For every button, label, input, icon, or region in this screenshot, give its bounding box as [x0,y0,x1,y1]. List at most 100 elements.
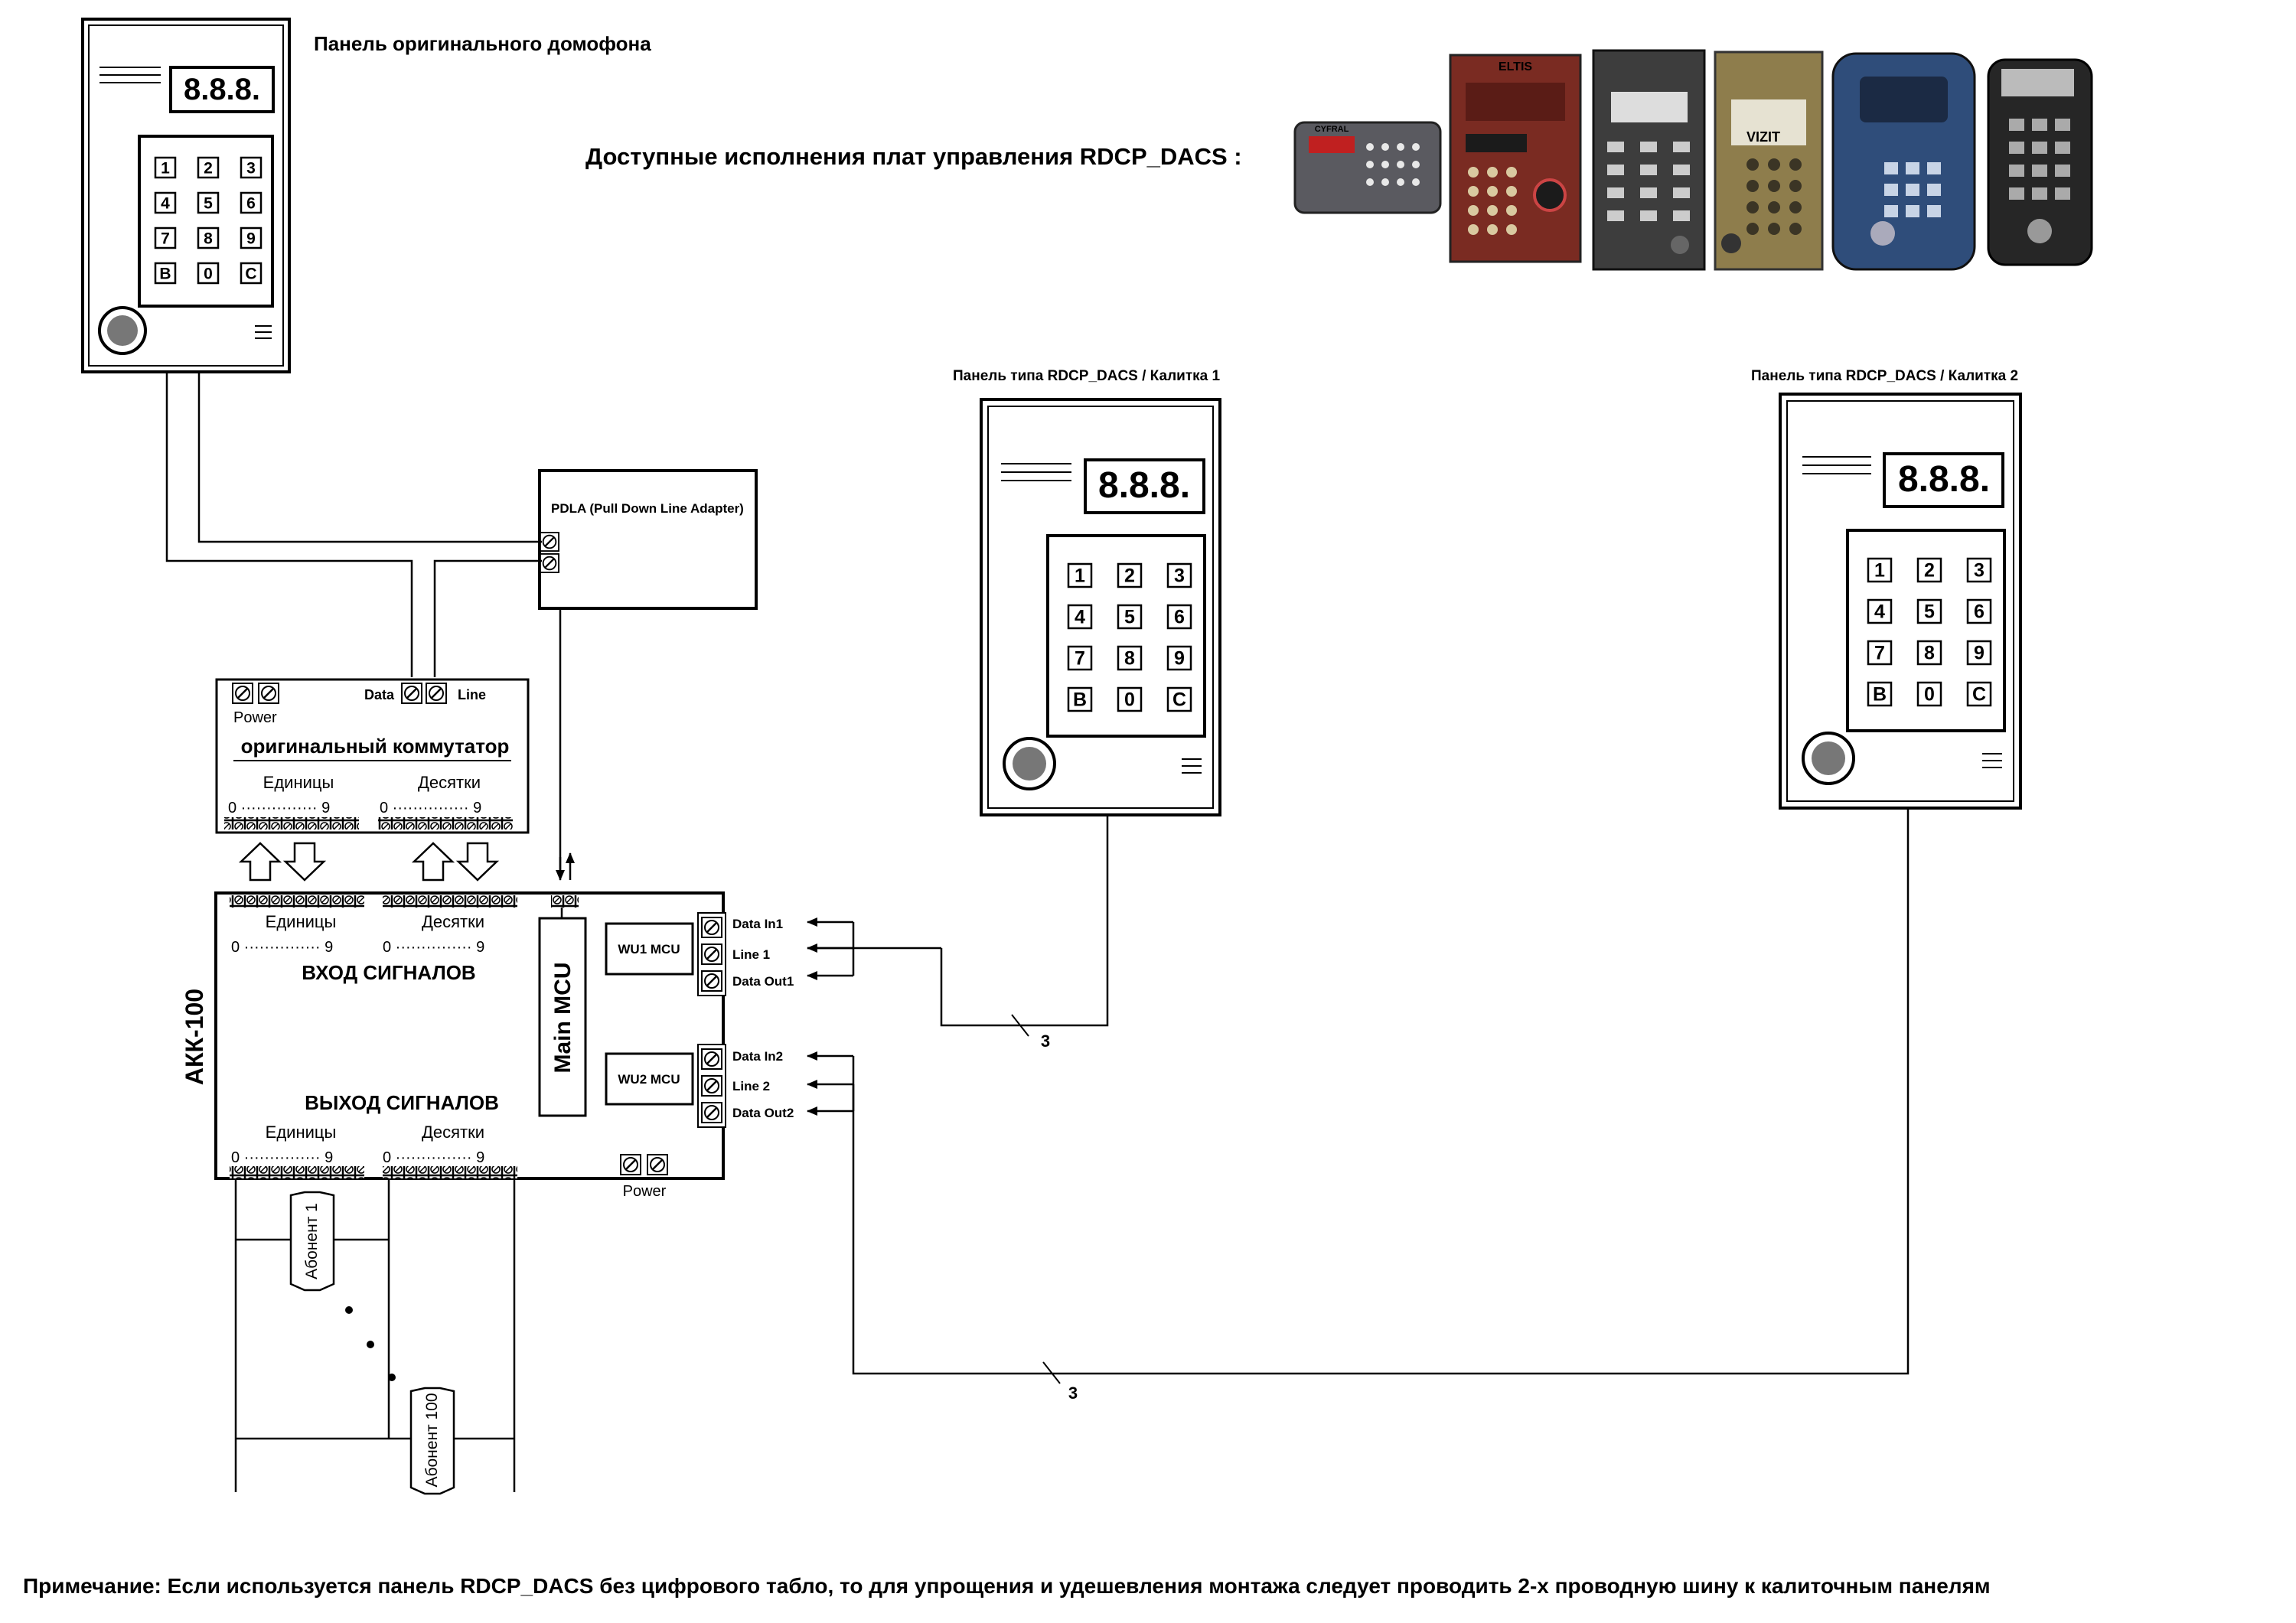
k1-key-9 [1166,645,1192,671]
switch-title: оригинальный коммутатор [241,735,510,758]
panel-k1-title: Панель типа RDCP_DACS / Калитка 1 [953,368,1220,384]
arrow-down-icon [282,842,327,882]
orig-key-B [154,262,177,285]
main-mcu-block [538,917,587,1117]
akk-name: АКК-100 [181,989,208,1085]
akk-output-tens-label: Десятки [422,1123,484,1142]
data-out1-label: Data Out1 [732,974,794,989]
orig-key-8 [197,227,220,249]
k1-key-4 [1067,604,1093,630]
orig-key-0 [197,262,220,285]
k1-key-7 [1067,645,1093,671]
available-versions-title: Доступные исполнения плат управления RDC… [585,143,1242,170]
k1-key-1 [1067,562,1093,588]
subscriber-1: Абонент 1 [289,1191,335,1292]
wire-count-2: 3 [1068,1383,1078,1403]
akk-output-units-terminals [230,1166,364,1178]
switch-units-range: 0 ··············· 9 [228,800,330,816]
k1-key-label-8: 8 [1124,647,1135,669]
k2-display-readout: 8.8.8. [1898,459,1990,500]
wires-kalitka [807,808,1910,1384]
photo-black-panel [1987,58,2093,266]
line2-label: Line 2 [732,1079,770,1093]
wu1-mcu-block [605,922,694,976]
akk-input-units-range: 0 ··············· 9 [231,939,333,956]
k2-key-label-B: B [1873,683,1887,705]
photo-cyfral-brand: CYFRAL [1315,125,1349,134]
k1-key-label-5: 5 [1124,606,1135,627]
photo-cyfral-panel: CYFRAL [1293,121,1442,214]
k2-key-label-2: 2 [1924,559,1935,581]
wu2-mcu-label: WU2 MCU [618,1072,680,1087]
wires-original-panel [165,372,562,872]
k2-key-label-5: 5 [1924,601,1935,622]
k1-key-label-0: 0 [1124,689,1135,710]
orig-key-9 [240,227,263,249]
main-mcu-label: Main MCU [550,963,576,1074]
arrow-down-icon [455,842,500,882]
orig-key-label-2: 2 [204,159,213,177]
display-readout: 8.8.8. [184,73,260,106]
data-out2-label: Data Out2 [732,1106,794,1120]
photo-dark-panel [1592,49,1706,271]
akk-data-terminals [551,895,579,908]
subscriber-100: Абонент 100 [409,1387,455,1495]
k2-key-B [1867,681,1893,707]
orig-key-label-C: C [245,265,256,282]
k1-key-label-1: 1 [1075,565,1085,586]
orig-key-label-1: 1 [161,159,170,177]
wu2-mcu-block [605,1052,694,1106]
k2-key-5 [1916,598,1942,624]
arrow-up-icon [411,842,455,882]
pdla-adapter-box: PDLA (Pull Down Line Adapter) [538,469,758,610]
k2-key-label-3: 3 [1974,559,1985,581]
photo-vizit-panel: VIZIT [1714,51,1824,271]
footer-note: Примечание: Если используется панель RDC… [23,1574,1991,1598]
akk-power-label: Power [623,1183,667,1200]
orig-key-label-9: 9 [246,230,256,247]
k2-key-label-4: 4 [1874,601,1885,622]
akk-100-box: АКК-100 Единицы Десятки 0 ··············… [181,891,794,1200]
wire-count-1: 3 [1041,1031,1050,1051]
k2-key-label-6: 6 [1974,601,1985,622]
akk-input-units-terminals [230,895,364,908]
k2-key-1 [1867,557,1893,583]
akk-output-units-label: Единицы [266,1123,337,1142]
switch-tens-terminals [378,817,513,829]
orig-key-label-5: 5 [204,194,213,212]
k1-key-B [1067,686,1093,712]
k2-key-label-7: 7 [1874,642,1885,663]
akk-input-tens-range: 0 ··············· 9 [383,939,484,956]
switch-data-label: Data [364,687,395,702]
orig-key-C [240,262,263,285]
keypad [138,135,274,308]
akk-input-tens-terminals [383,895,517,908]
akk-output-units-range: 0 ··············· 9 [231,1149,333,1166]
data-in2-label: Data In2 [732,1049,783,1064]
k2-key-9 [1966,640,1992,666]
orig-key-label-0: 0 [204,265,213,282]
akk-output-signals: ВЫХОД СИГНАЛОВ [305,1091,499,1114]
k1-key-0 [1117,686,1143,712]
data-line-arrows [556,852,575,881]
k2-key-6 [1966,598,1992,624]
arrow-up-icon [238,842,282,882]
orig-key-label-6: 6 [246,194,256,212]
k1-key-label-6: 6 [1174,606,1185,627]
k1-key-label-7: 7 [1075,647,1085,669]
signal-flow-arrows [238,842,500,882]
k1-key-3 [1166,562,1192,588]
subscriber-1-label: Абонент 1 [303,1203,321,1279]
subscriber-100-label: Абонент 100 [423,1393,441,1487]
akk-output-tens-range: 0 ··············· 9 [383,1149,484,1166]
photo-eltis-panel: ELTIS [1449,54,1582,263]
orig-key-label-B: B [159,265,171,282]
panel-photo-strip: CYFRAL ELTIS [1293,49,2093,271]
orig-key-label-4: 4 [161,194,170,212]
wu1-mcu-label: WU1 MCU [618,942,680,957]
orig-key-2 [197,156,220,179]
